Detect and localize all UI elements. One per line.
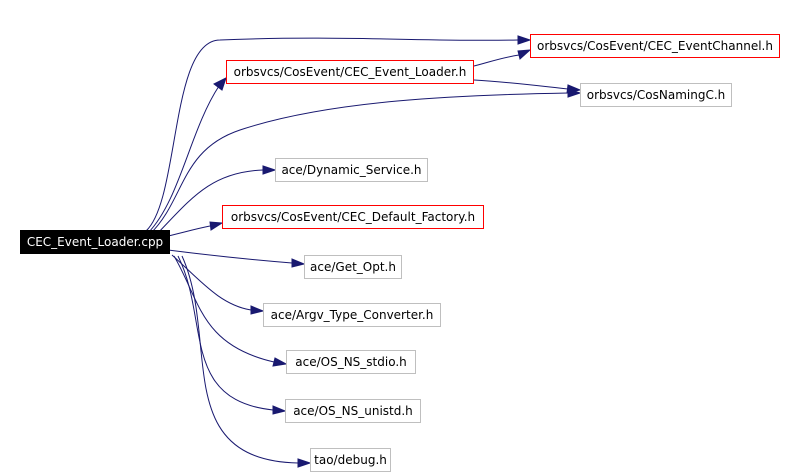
edge-root-to-get-opt xyxy=(167,249,293,264)
edge-arrowhead xyxy=(209,221,224,231)
edge-root-to-default-factory xyxy=(167,225,211,237)
edge-arrowhead xyxy=(272,357,288,367)
node-get-opt-header[interactable]: ace/Get_Opt.h xyxy=(304,255,402,279)
node-os-ns-stdio-header[interactable]: ace/OS_NS_stdio.h xyxy=(286,350,416,374)
node-dynamic-service-header[interactable]: ace/Dynamic_Service.h xyxy=(275,158,428,182)
node-argv-type-converter-header[interactable]: ace/Argv_Type_Converter.h xyxy=(263,303,441,327)
edge-arrowhead xyxy=(262,165,277,175)
node-os-ns-unistd-header[interactable]: ace/OS_NS_unistd.h xyxy=(285,399,421,423)
edge-arrowhead xyxy=(566,84,582,94)
edge-root-to-event-channel xyxy=(145,37,519,232)
node-event-channel-header[interactable]: orbsvcs/CosEvent/CEC_EventChannel.h xyxy=(530,34,780,58)
edge-root-to-os-ns-unistd xyxy=(177,255,274,411)
edge-root-to-cos-naming xyxy=(149,92,569,235)
edge-root-to-event-loader-h xyxy=(147,85,220,234)
edge-arrowhead xyxy=(517,35,532,45)
edge-arrowhead xyxy=(213,77,227,91)
edge-event-loader-h-to-cos-naming xyxy=(473,79,569,90)
node-cos-naming-header[interactable]: orbsvcs/CosNamingC.h xyxy=(580,83,732,107)
edge-arrowhead xyxy=(291,258,306,268)
edge-arrowhead xyxy=(517,49,532,60)
edge-event-loader-h-to-event-channel xyxy=(473,54,520,67)
node-event-loader-header[interactable]: orbsvcs/CosEvent/CEC_Event_Loader.h xyxy=(226,60,474,84)
node-default-factory-header[interactable]: orbsvcs/CosEvent/CEC_Default_Factory.h xyxy=(222,205,484,229)
edge-arrowhead xyxy=(250,305,265,315)
edge-root-to-tao-debug xyxy=(181,255,299,464)
node-root-file[interactable]: CEC_Event_Loader.cpp xyxy=(20,230,170,254)
edge-root-to-dynamic-service xyxy=(155,169,264,236)
node-tao-debug-header[interactable]: tao/debug.h xyxy=(310,448,391,472)
edge-root-to-argv-type-converter xyxy=(171,254,252,311)
edge-root-to-os-ns-stdio xyxy=(173,255,275,363)
edge-arrowhead xyxy=(272,405,287,415)
edge-arrowhead xyxy=(297,458,312,468)
